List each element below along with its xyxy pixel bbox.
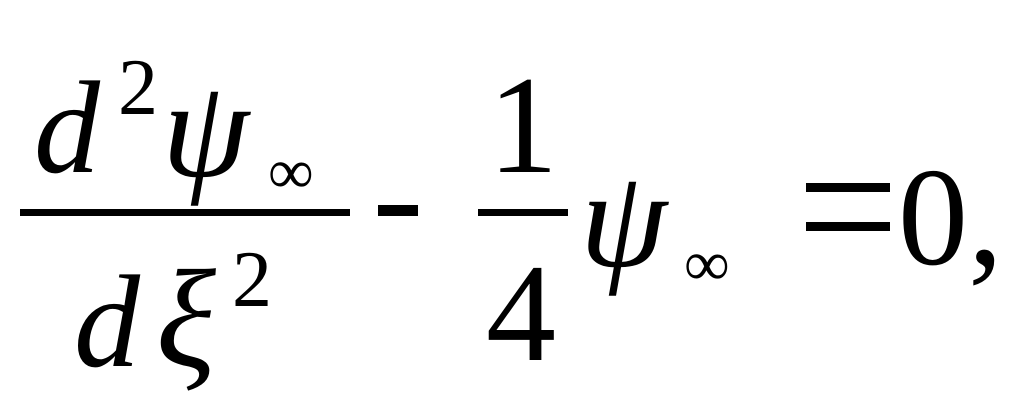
minus-sign [378, 205, 418, 216]
denominator-xi: ξ [156, 242, 216, 397]
fraction-bar-1 [20, 209, 350, 216]
numerator-psi-subscript: ∞ [268, 136, 314, 207]
psi: ψ [580, 142, 667, 297]
fraction-bar-2 [478, 209, 568, 216]
denominator-d: d [74, 248, 140, 395]
equals-sign-top [806, 183, 890, 192]
comma: , [968, 140, 1003, 295]
zero: 0 [898, 140, 968, 295]
psi-subscript: ∞ [684, 228, 730, 299]
fraction-numerator-one: 1 [488, 48, 558, 203]
denominator-exponent: 2 [232, 236, 272, 324]
equals-sign-bottom [806, 222, 890, 231]
fraction-denominator-four: 4 [486, 236, 556, 391]
numerator-psi: ψ [162, 52, 249, 207]
numerator-exponent: 2 [118, 44, 158, 132]
numerator-d: d [34, 54, 100, 201]
